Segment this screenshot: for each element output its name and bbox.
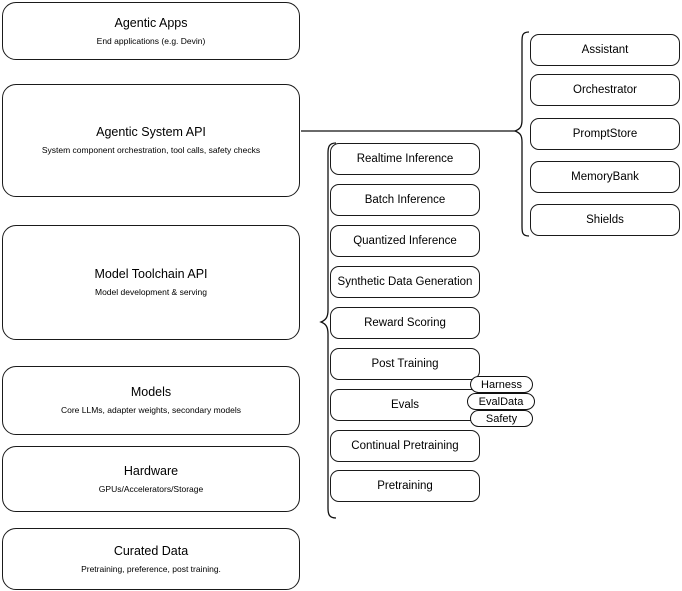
item-label: Shields bbox=[586, 213, 624, 226]
item-label: Orchestrator bbox=[573, 83, 637, 96]
item-label: Realtime Inference bbox=[356, 152, 454, 165]
item-label: Synthetic Data Generation bbox=[337, 275, 473, 288]
toolchain-item-realtime-inference[interactable]: Realtime Inference bbox=[330, 143, 480, 175]
agentic-system-item-orchestrator[interactable]: Orchestrator bbox=[530, 74, 680, 106]
evals-subcomponent-safety[interactable]: Safety bbox=[470, 410, 533, 427]
layer-title: Hardware bbox=[123, 463, 179, 478]
pill-label: Safety bbox=[485, 412, 518, 425]
item-label: Quantized Inference bbox=[353, 234, 457, 247]
layer-subtitle: Model development & serving bbox=[95, 287, 207, 297]
item-label: Assistant bbox=[581, 43, 629, 56]
item-label: Batch Inference bbox=[364, 193, 446, 206]
agentic-system-item-assistant[interactable]: Assistant bbox=[530, 34, 680, 66]
item-label: MemoryBank bbox=[571, 170, 639, 183]
layer-subtitle: Pretraining, preference, post training. bbox=[81, 563, 221, 574]
toolchain-item-batch-inference[interactable]: Batch Inference bbox=[330, 184, 480, 216]
item-label: Reward Scoring bbox=[364, 316, 446, 329]
agentic-system-item-promptstore[interactable]: PromptStore bbox=[530, 118, 680, 150]
item-label: Continual Pretraining bbox=[351, 439, 459, 452]
layer-models[interactable]: Models Core LLMs, adapter weights, secon… bbox=[2, 366, 300, 435]
agentic-system-item-shields[interactable]: Shields bbox=[530, 204, 680, 236]
toolchain-item-quantized-inference[interactable]: Quantized Inference bbox=[330, 225, 480, 257]
item-label: Evals bbox=[390, 398, 420, 411]
layer-title: Curated Data bbox=[113, 543, 189, 558]
toolchain-item-evals[interactable]: Evals bbox=[330, 389, 480, 421]
toolchain-item-continual-pretraining[interactable]: Continual Pretraining bbox=[330, 430, 480, 462]
toolchain-item-synthetic-data-generation[interactable]: Synthetic Data Generation bbox=[330, 266, 480, 298]
layer-title: Model Toolchain API bbox=[94, 267, 208, 282]
layer-subtitle: Core LLMs, adapter weights, secondary mo… bbox=[60, 405, 241, 415]
toolchain-item-pretraining[interactable]: Pretraining bbox=[330, 470, 480, 502]
pill-label: Harness bbox=[481, 378, 522, 391]
evals-subcomponent-evaldata[interactable]: EvalData bbox=[467, 393, 535, 410]
layer-subtitle: End applications (e.g. Devin) bbox=[96, 35, 206, 46]
layer-title: Agentic Apps bbox=[114, 15, 188, 30]
layer-subtitle: GPUs/Accelerators/Storage bbox=[98, 483, 204, 494]
layer-title: Agentic System API bbox=[96, 125, 206, 140]
pill-label: EvalData bbox=[478, 395, 524, 408]
layer-curated-data[interactable]: Curated Data Pretraining, preference, po… bbox=[2, 528, 300, 590]
layer-title: Models bbox=[130, 385, 172, 400]
layer-agentic-apps[interactable]: Agentic Apps End applications (e.g. Devi… bbox=[2, 2, 300, 60]
layer-hardware[interactable]: Hardware GPUs/Accelerators/Storage bbox=[2, 446, 300, 512]
layer-subtitle: System component orchestration, tool cal… bbox=[41, 145, 261, 155]
toolchain-item-post-training[interactable]: Post Training bbox=[330, 348, 480, 380]
evals-subcomponent-harness[interactable]: Harness bbox=[470, 376, 533, 393]
toolchain-item-reward-scoring[interactable]: Reward Scoring bbox=[330, 307, 480, 339]
layer-agentic-system-api[interactable]: Agentic System API System component orch… bbox=[2, 84, 300, 197]
item-label: Post Training bbox=[371, 357, 439, 370]
item-label: PromptStore bbox=[572, 127, 638, 140]
agentic-system-item-memorybank[interactable]: MemoryBank bbox=[530, 161, 680, 193]
item-label: Pretraining bbox=[377, 479, 433, 492]
right-brace bbox=[513, 31, 530, 237]
layer-model-toolchain-api[interactable]: Model Toolchain API Model development & … bbox=[2, 225, 300, 340]
